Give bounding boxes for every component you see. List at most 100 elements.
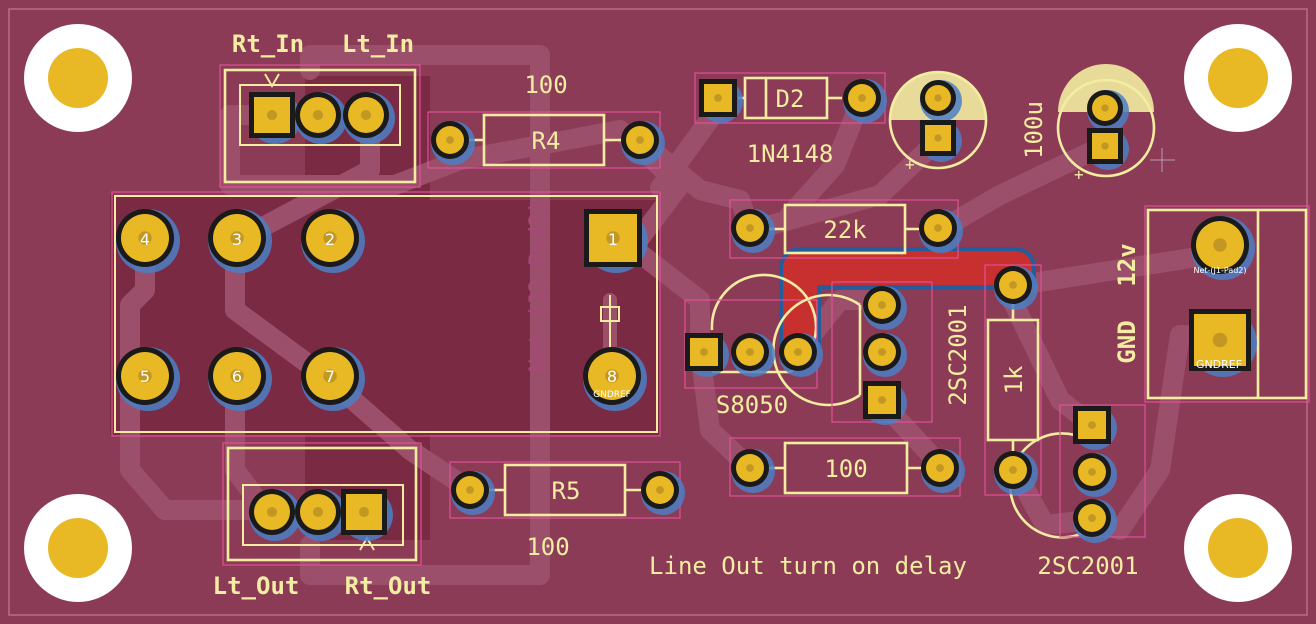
d2-ref: D2 — [776, 85, 805, 113]
pad-drill — [358, 506, 370, 518]
pad-drill — [934, 134, 942, 142]
pad-drill — [878, 348, 886, 356]
pad-round — [306, 214, 354, 262]
pad-round — [924, 214, 952, 242]
pad-drill — [138, 369, 152, 383]
pad-drill — [934, 94, 942, 102]
pad-drill — [606, 231, 620, 245]
pad-drill — [878, 396, 886, 404]
pad-drill — [1212, 332, 1228, 348]
pad-round — [925, 85, 951, 111]
pad-round — [999, 271, 1027, 299]
r5-ref: R5 — [552, 477, 581, 505]
pads — [116, 79, 1257, 543]
pad-drill — [1101, 104, 1109, 112]
pad-round — [1078, 458, 1106, 486]
pad-round — [121, 352, 169, 400]
r5-value: 100 — [526, 533, 569, 561]
pad-round — [1078, 504, 1106, 532]
pad-round — [1196, 221, 1244, 269]
power-pin1-net: GNDREF — [1196, 358, 1242, 371]
pad-drill — [746, 224, 754, 232]
r1k-value: 1k — [1000, 365, 1028, 394]
pad-round — [999, 456, 1027, 484]
relay-pin8-net: GNDREF — [593, 390, 631, 400]
pad-drill — [794, 348, 802, 356]
pad-drill — [934, 224, 942, 232]
pad-drill — [636, 136, 644, 144]
pad-drill — [360, 109, 372, 121]
pad-drill — [656, 486, 664, 494]
pad-drill — [746, 348, 754, 356]
pad-square — [346, 494, 382, 530]
ground-zone — [110, 76, 660, 540]
label-gnd: GND — [1113, 320, 1141, 363]
pad-drill — [714, 94, 722, 102]
pad-round — [300, 494, 336, 530]
relay-pin-2: 2 — [325, 230, 335, 249]
svg-text:+: + — [905, 155, 915, 174]
label-rt-in: Rt_In — [232, 30, 304, 58]
pad-round — [213, 352, 261, 400]
pad-drill — [266, 109, 278, 121]
pad-drill — [605, 369, 619, 383]
pad-drill — [323, 369, 337, 383]
pad-round — [868, 291, 896, 319]
pad-drill — [1009, 466, 1017, 474]
pad-drill — [466, 486, 474, 494]
pad-drill — [878, 301, 886, 309]
svg-text:+: + — [1074, 165, 1084, 184]
pad-round — [646, 476, 674, 504]
pad-square — [1078, 411, 1106, 439]
relay-pin-4: 4 — [140, 230, 150, 249]
silkscreen-text: Rt_In Lt_In Lt_Out Rt_Out 100 R4 R5 100 … — [213, 30, 1247, 600]
pad-drill — [746, 464, 754, 472]
pad-round — [300, 97, 336, 133]
label-rt-out: Rt_Out — [345, 572, 432, 600]
pad-drill — [1101, 142, 1109, 150]
r4-value: 100 — [524, 71, 567, 99]
pad-drill — [858, 94, 866, 102]
power-pin2-net: Net-(J1-Pad2) — [1193, 266, 1246, 275]
r4-ref: R4 — [532, 127, 561, 155]
relay-pin-7: 7 — [325, 367, 335, 386]
q1-value: S8050 — [716, 391, 788, 419]
relay-pin-3: 3 — [232, 230, 242, 249]
pad-round — [588, 352, 636, 400]
pad-round — [1092, 95, 1118, 121]
pad-square — [704, 84, 732, 112]
relay-pin-1: 1 — [608, 230, 618, 249]
q2-value: 2SC2001 — [944, 304, 972, 405]
pad-square — [1092, 133, 1118, 159]
pad-drill — [230, 369, 244, 383]
cap-value: 100u — [1020, 101, 1048, 159]
pad-drill — [1088, 514, 1096, 522]
relay-pin-6: 6 — [232, 367, 242, 386]
pad-drill — [312, 109, 324, 121]
pad-drill — [312, 506, 324, 518]
relay-pin-numbers: 1 2 3 4 5 6 7 8 GNDREF — [140, 230, 631, 400]
pad-square — [868, 386, 896, 414]
pad-drill — [1088, 421, 1096, 429]
pad-round — [736, 214, 764, 242]
label-lt-out: Lt_Out — [213, 572, 300, 600]
relay-pin-5: 5 — [140, 367, 150, 386]
pad-round — [848, 84, 876, 112]
board-title: Line Out turn on delay — [649, 552, 967, 580]
pad-square — [254, 97, 290, 133]
d2-value: 1N4148 — [747, 140, 834, 168]
label-lt-in: Lt_In — [342, 30, 414, 58]
pad-square — [690, 338, 718, 366]
pad-round — [456, 476, 484, 504]
net-label: Net-(J2-Pad2) — [526, 200, 551, 372]
pad-square — [1194, 314, 1246, 366]
q3-value: 2SC2001 — [1037, 552, 1138, 580]
pad-square — [925, 125, 951, 151]
pad-drill — [446, 136, 454, 144]
pad-drill — [230, 231, 244, 245]
pad-round — [436, 126, 464, 154]
pad-round — [736, 454, 764, 482]
pad-round — [348, 97, 384, 133]
pad-round — [926, 454, 954, 482]
pad-round — [784, 338, 812, 366]
